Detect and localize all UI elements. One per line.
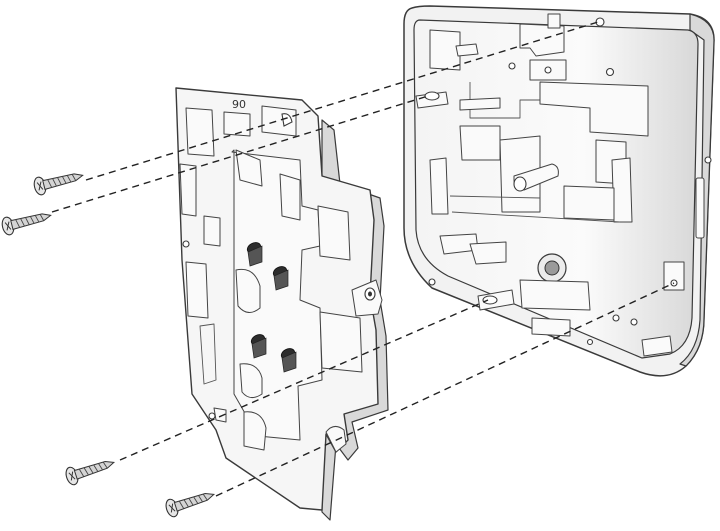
hole-lower-right-a <box>612 314 620 322</box>
hook-bottom-left <box>243 411 267 451</box>
lock-tab-hole-core <box>368 291 372 297</box>
screw-icon <box>163 485 218 519</box>
keyhole-top <box>281 113 293 127</box>
round-boss-hole <box>544 260 560 276</box>
hook-lower-left <box>239 363 263 398</box>
boss-left-hole <box>424 91 440 101</box>
alignment-line-3 <box>119 299 489 461</box>
screw-icon <box>31 166 86 197</box>
cutout-top-left <box>185 107 215 157</box>
screw-icon <box>63 453 118 487</box>
hole-top-right <box>595 17 605 27</box>
clip-top-left <box>455 43 479 57</box>
hole-bottom <box>586 338 594 346</box>
rib-vertical-right <box>611 157 633 223</box>
hook-bottom-right <box>325 426 347 453</box>
pocket-right-upper <box>317 205 351 261</box>
rib-top-center <box>519 23 565 57</box>
mounting-bracket: 90 <box>175 87 389 521</box>
cutout-top-tab <box>223 111 251 137</box>
hole-left <box>182 240 190 248</box>
hook-upper-right <box>279 173 301 221</box>
clip-lower-right <box>641 335 673 357</box>
hole-lower-right-b <box>630 318 638 326</box>
side-slot <box>695 177 705 239</box>
side-hole <box>704 156 712 164</box>
clip-lower-mid <box>469 241 507 265</box>
pocket-lower-right <box>563 185 615 221</box>
hook-mid-left <box>235 268 261 313</box>
pocket-left <box>459 125 501 161</box>
stud-group <box>246 242 297 373</box>
ledge-left <box>459 97 501 111</box>
alignment-lines <box>51 21 675 497</box>
rib-top-left <box>429 29 461 71</box>
rib-vertical-left <box>429 157 449 215</box>
hole-upper-right <box>605 67 615 77</box>
alignment-line-2 <box>51 95 429 213</box>
pocket-right-lower <box>319 311 363 373</box>
floor-lines <box>449 195 621 223</box>
alignment-line-4 <box>215 282 675 497</box>
slot-left-upper <box>179 163 197 217</box>
slot-left-bottom <box>199 323 217 385</box>
access-point-enclosure <box>403 5 715 377</box>
lower-slot <box>531 317 571 337</box>
hole-upper-mid <box>508 62 516 70</box>
boss-lower-left-hole <box>482 295 498 305</box>
slot-left-lower <box>185 261 209 319</box>
alignment-line-1 <box>85 21 599 181</box>
boss-lower-right <box>663 261 685 291</box>
hole-lower-left <box>428 278 436 286</box>
enclosure-side-face <box>679 13 715 367</box>
slot-left-mid <box>203 215 221 247</box>
hole-upper-center <box>544 66 552 74</box>
tab-top <box>547 13 561 29</box>
window-upper-right <box>539 81 649 137</box>
center-boss-end <box>513 176 527 192</box>
plate-marking: 90 <box>232 98 246 111</box>
hook-upper-left <box>235 149 263 187</box>
screw-icon <box>0 206 54 237</box>
lower-pocket <box>519 279 591 311</box>
hole-bottom-left <box>208 412 216 420</box>
